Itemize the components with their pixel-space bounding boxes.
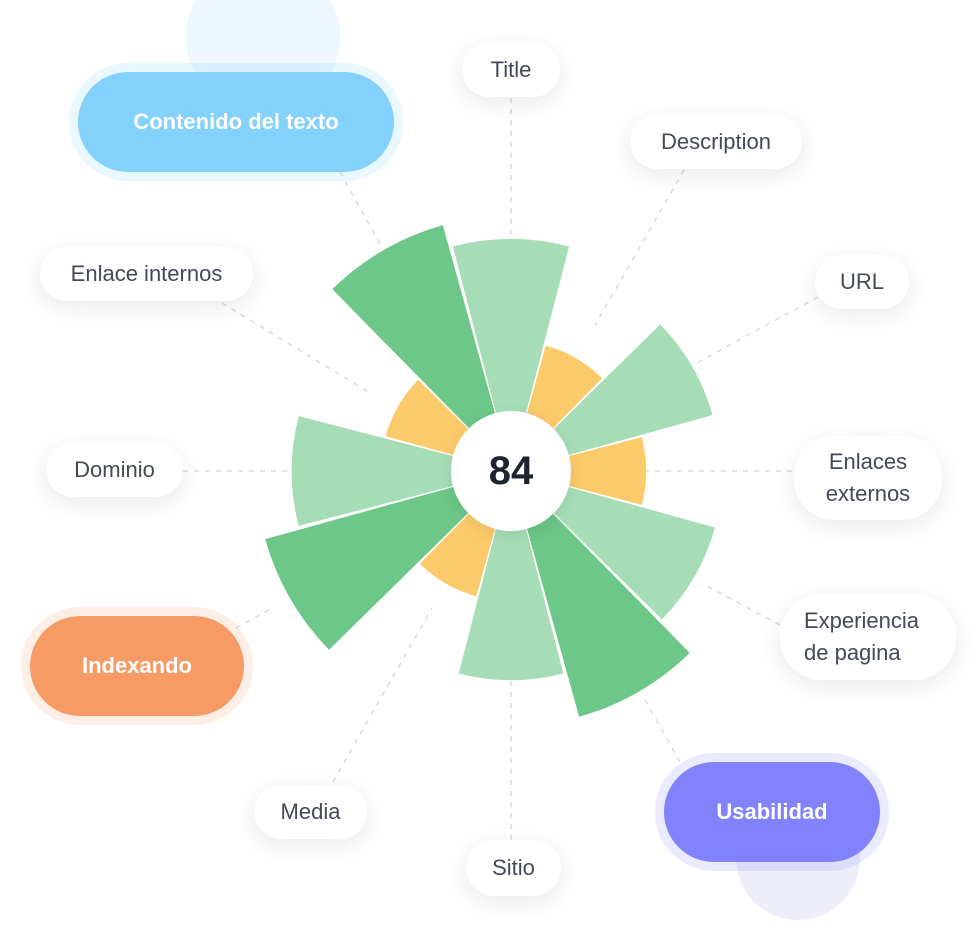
- connector-line: [332, 607, 433, 783]
- label-enlaces-externos: Enlaces externos: [794, 436, 942, 520]
- connector-line: [644, 699, 681, 763]
- label-dominio: Dominio: [46, 443, 183, 497]
- label-title-text: Title: [490, 57, 532, 82]
- label-experiencia-line1: Experiencia: [804, 608, 919, 633]
- connector-line: [694, 296, 819, 365]
- chart-sector-0: [452, 238, 570, 415]
- chart-sector-4: [552, 486, 715, 620]
- chart-sector-2: [552, 324, 713, 456]
- category-usabilidad[interactable]: Usabilidad: [664, 762, 880, 862]
- label-enlace-internos-text: Enlace internos: [70, 261, 223, 286]
- chart-sector-9: [291, 416, 455, 526]
- chart-sector-5: [526, 512, 690, 717]
- label-media-text: Media: [280, 799, 341, 824]
- chart-sector-8: [265, 486, 470, 650]
- label-url-text: URL: [839, 269, 884, 294]
- label-url: URL: [815, 255, 909, 309]
- category-indexando[interactable]: Indexando: [30, 616, 244, 716]
- connector-line: [594, 169, 685, 326]
- sector-group: [265, 225, 715, 717]
- category-contenido-del-texto[interactable]: Contenido del texto: [78, 72, 394, 172]
- connector-lines: [183, 98, 819, 840]
- label-experiencia-de-pagina: Experiencia de pagina: [780, 594, 956, 680]
- chart-sector-3: [567, 437, 647, 505]
- label-experiencia-line2: de pagina: [804, 640, 901, 665]
- chart-sector-11: [332, 225, 496, 430]
- connector-line: [221, 302, 371, 394]
- label-title: Title: [462, 43, 560, 97]
- label-enlaces-externos-line2: externos: [825, 481, 911, 506]
- chart-sector-1: [526, 345, 603, 430]
- chart-sector-10: [385, 379, 470, 456]
- chart-sector-7: [419, 512, 496, 597]
- label-description: Description: [630, 115, 802, 169]
- score-value: 84: [451, 411, 571, 531]
- label-enlace-internos: Enlace internos: [40, 247, 253, 301]
- chart-sector-6: [458, 527, 564, 681]
- label-media: Media: [254, 785, 367, 839]
- connector-line: [704, 584, 781, 626]
- connector-line: [339, 171, 381, 245]
- label-dominio-text: Dominio: [74, 457, 155, 482]
- label-description-text: Description: [660, 129, 772, 154]
- connector-line: [235, 606, 275, 629]
- label-enlaces-externos-line1: Enlaces: [828, 449, 908, 474]
- label-sitio-text: Sitio: [492, 855, 535, 880]
- label-sitio: Sitio: [466, 840, 561, 896]
